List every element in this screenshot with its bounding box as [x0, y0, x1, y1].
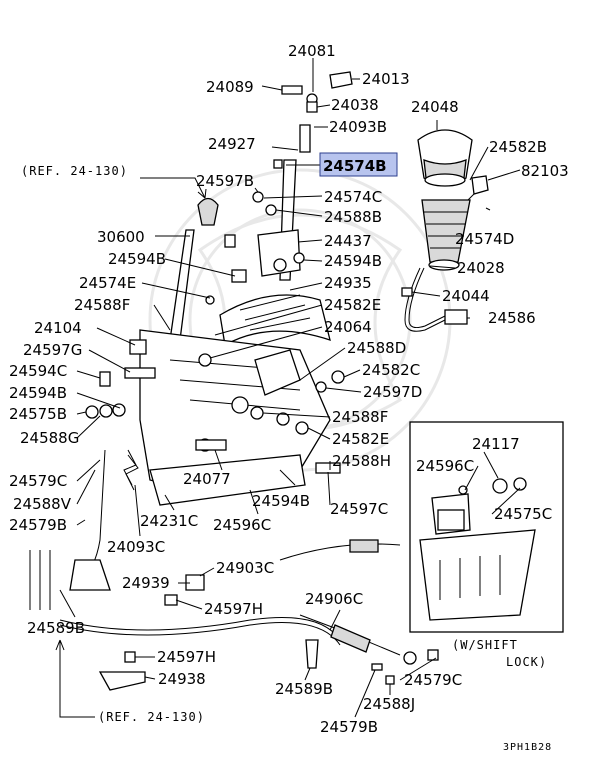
part-label-24594B-b[interactable]: 24594B — [324, 252, 382, 270]
part-label-24597B[interactable]: 24597B — [196, 172, 254, 190]
leader-lines — [55, 58, 521, 718]
part-label-24927[interactable]: 24927 — [208, 135, 256, 153]
shift-knob-icon — [417, 129, 473, 187]
part-label-24064[interactable]: 24064 — [324, 318, 372, 336]
part-label-24579C-b[interactable]: 24579C — [404, 671, 462, 689]
part-label-24906C[interactable]: 24906C — [305, 590, 363, 608]
part-label-24582C[interactable]: 24582C — [362, 361, 420, 379]
part-label-24594B-a[interactable]: 24594B — [108, 250, 166, 268]
part-label-24594B-d[interactable]: 24594B — [252, 492, 310, 510]
part-label-24596C-b[interactable]: 24596C — [213, 516, 271, 534]
part-label-24903C[interactable]: 24903C — [216, 559, 274, 577]
part-label-24081[interactable]: 24081 — [288, 42, 336, 60]
part-label-24579B[interactable]: 24579B — [9, 516, 67, 534]
part-label-24594B-c[interactable]: 24594B — [9, 384, 67, 402]
part-label-24093B[interactable]: 24093B — [329, 118, 387, 136]
part-label-24588D[interactable]: 24588D — [347, 339, 406, 357]
part-label-24588G[interactable]: 24588G — [20, 429, 79, 447]
variant-note-line2: LOCK) — [506, 655, 547, 669]
part-label-24574E[interactable]: 24574E — [79, 274, 136, 292]
part-label-24588J[interactable]: 24588J — [363, 695, 415, 713]
shifter-base-icon — [139, 329, 331, 506]
part-label-24028[interactable]: 24028 — [457, 259, 505, 277]
reference-note-bottom: (REF. 24-130) — [98, 710, 205, 724]
part-label-24589B-b[interactable]: 24589B — [275, 680, 333, 698]
wire-harness-icon — [401, 267, 468, 332]
image-code: 3PH1B28 — [503, 742, 552, 753]
part-label-24575C[interactable]: 24575C — [494, 505, 552, 523]
part-label-24935[interactable]: 24935 — [324, 274, 372, 292]
shift-lock-inset — [409, 421, 564, 633]
part-label-24582B[interactable]: 24582B — [489, 138, 547, 156]
part-label-82103[interactable]: 82103 — [521, 162, 569, 180]
part-label-24038[interactable]: 24038 — [331, 96, 379, 114]
part-label-24574B[interactable]: 24574B — [323, 157, 387, 175]
part-label-24077[interactable]: 24077 — [183, 470, 231, 488]
part-label-24437[interactable]: 24437 — [324, 232, 372, 250]
lever-bracket-icon — [257, 229, 301, 277]
part-label-24579C-a[interactable]: 24579C — [9, 472, 67, 490]
part-label-24588H[interactable]: 24588H — [332, 452, 391, 470]
detent-cover-icon — [219, 294, 331, 347]
part-label-24093C[interactable]: 24093C — [107, 538, 165, 556]
part-label-24582E-b[interactable]: 24582E — [332, 430, 389, 448]
part-label-24588B[interactable]: 24588B — [324, 208, 382, 226]
part-label-24597H-b[interactable]: 24597H — [157, 648, 216, 666]
hardware-icons — [85, 71, 353, 491]
shift-boot-icon — [421, 175, 489, 271]
part-label-24104[interactable]: 24104 — [34, 319, 82, 337]
part-label-24588F-b[interactable]: 24588F — [332, 408, 388, 426]
highlight-box — [319, 152, 398, 177]
part-label-24574C[interactable]: 24574C — [324, 188, 382, 206]
part-label-24588F-a[interactable]: 24588F — [74, 296, 130, 314]
part-label-24582E-a[interactable]: 24582E — [324, 296, 381, 314]
part-label-24574D[interactable]: 24574D — [455, 230, 514, 248]
part-label-24117[interactable]: 24117 — [472, 435, 520, 453]
part-label-24089[interactable]: 24089 — [206, 78, 254, 96]
part-label-24579B-b[interactable]: 24579B — [320, 718, 378, 736]
part-label-24044[interactable]: 24044 — [442, 287, 490, 305]
part-label-24588V[interactable]: 24588V — [13, 495, 72, 513]
part-label-24013[interactable]: 24013 — [362, 70, 410, 88]
part-label-24938[interactable]: 24938 — [158, 670, 206, 688]
part-label-24575B[interactable]: 24575B — [9, 405, 67, 423]
part-labels: 24081 24089 24013 24038 24048 24093B 249… — [9, 42, 569, 736]
reference-note-top: (REF. 24-130) — [21, 164, 128, 178]
part-label-24586[interactable]: 24586 — [488, 309, 536, 327]
part-label-24597D[interactable]: 24597D — [363, 383, 422, 401]
part-label-24597C[interactable]: 24597C — [330, 500, 388, 518]
part-label-24597H-a[interactable]: 24597H — [204, 600, 263, 618]
shift-cable-icon — [29, 449, 439, 691]
part-label-24048[interactable]: 24048 — [411, 98, 459, 116]
part-label-24594C[interactable]: 24594C — [9, 362, 67, 380]
part-label-24231C[interactable]: 24231C — [140, 512, 198, 530]
part-label-30600[interactable]: 30600 — [97, 228, 145, 246]
variant-note-line1: (W/SHIFT — [452, 638, 518, 652]
part-label-24589B-a[interactable]: 24589B — [27, 619, 85, 637]
part-label-24597G[interactable]: 24597G — [23, 341, 82, 359]
part-label-24939[interactable]: 24939 — [122, 574, 170, 592]
part-label-24596C-a[interactable]: 24596C — [416, 457, 474, 475]
